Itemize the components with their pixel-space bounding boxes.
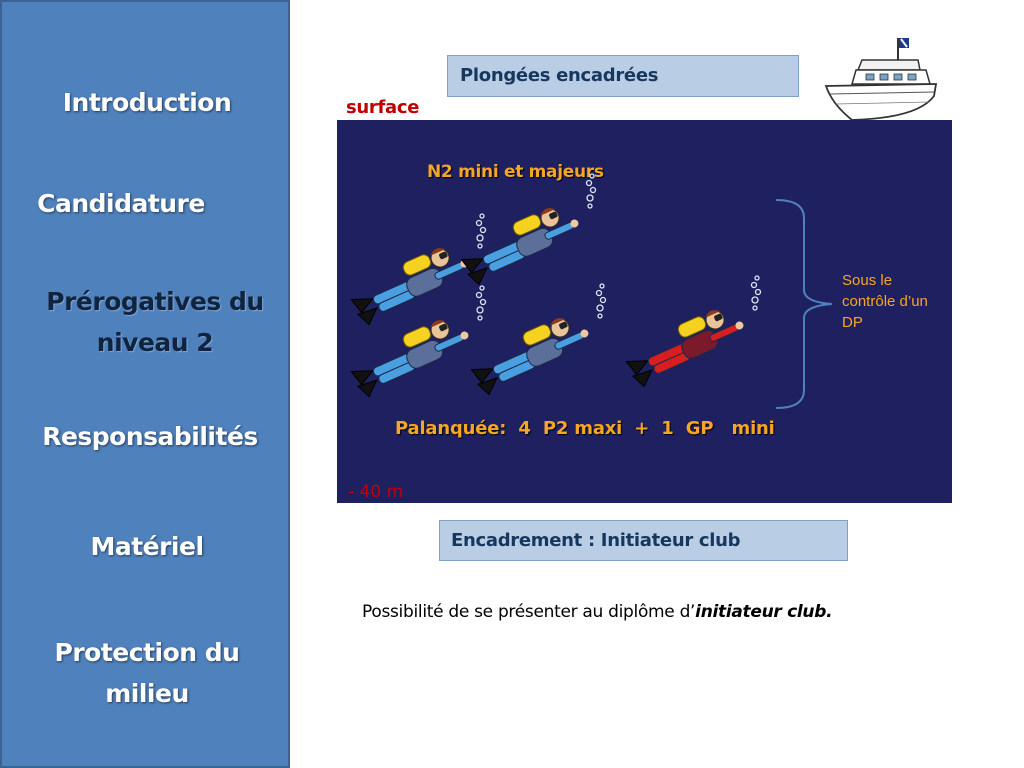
bubbles-icon bbox=[585, 173, 597, 209]
nav-item-introduction[interactable]: Introduction bbox=[2, 82, 292, 123]
water-area bbox=[337, 120, 952, 503]
encadrement-box: Encadrement : Initiateur club bbox=[439, 520, 848, 561]
nav-item-label: Introduction bbox=[62, 88, 232, 117]
note-emphasis: initiateur club. bbox=[695, 602, 833, 622]
depth-label: - 40 m bbox=[348, 482, 404, 502]
boat-icon bbox=[824, 38, 938, 121]
nav-item-responsabilites[interactable]: Responsabilités bbox=[5, 416, 295, 457]
nav-item-label: Candidature bbox=[37, 189, 205, 218]
palanquee-label: Palanquée: 4 P2 maxi + 1 GP mini bbox=[395, 418, 775, 439]
diver-icon bbox=[470, 318, 589, 396]
group-label: N2 mini et majeurs bbox=[427, 162, 604, 182]
sidebar-nav: Introduction Candidature Prérogatives du… bbox=[0, 0, 290, 768]
bracket-icon bbox=[775, 199, 833, 409]
bubbles-icon bbox=[750, 275, 762, 311]
nav-item-label: niveau 2 bbox=[96, 328, 214, 357]
nav-item-protection[interactable]: Protection du milieu bbox=[2, 632, 292, 714]
bubbles-icon bbox=[475, 213, 487, 249]
slide-title: Plongées encadrées bbox=[447, 55, 799, 97]
nav-item-label: Responsabilités bbox=[42, 422, 258, 451]
diver-icon bbox=[350, 248, 469, 326]
note-text: Possibilité de se présenter au diplôme d… bbox=[362, 602, 833, 622]
diver-icon bbox=[625, 310, 744, 388]
diver-icon bbox=[350, 320, 469, 398]
note-prefix: Possibilité de se présenter au diplôme d… bbox=[362, 602, 696, 622]
surface-label: surface bbox=[346, 97, 420, 118]
nav-item-label: Protection du bbox=[54, 638, 240, 667]
bubbles-icon bbox=[475, 285, 487, 321]
nav-item-label: milieu bbox=[105, 679, 189, 708]
nav-item-label: Matériel bbox=[90, 532, 204, 561]
diver-icon bbox=[460, 208, 579, 286]
bubbles-icon bbox=[595, 283, 607, 319]
nav-item-materiel[interactable]: Matériel bbox=[2, 526, 292, 567]
control-label: Sous le contrôle d’un DP bbox=[842, 272, 928, 331]
nav-item-prerogatives[interactable]: Prérogatives du niveau 2 bbox=[10, 281, 300, 363]
nav-item-label: Prérogatives du bbox=[46, 287, 264, 316]
nav-item-candidature[interactable]: Candidature bbox=[0, 183, 266, 224]
